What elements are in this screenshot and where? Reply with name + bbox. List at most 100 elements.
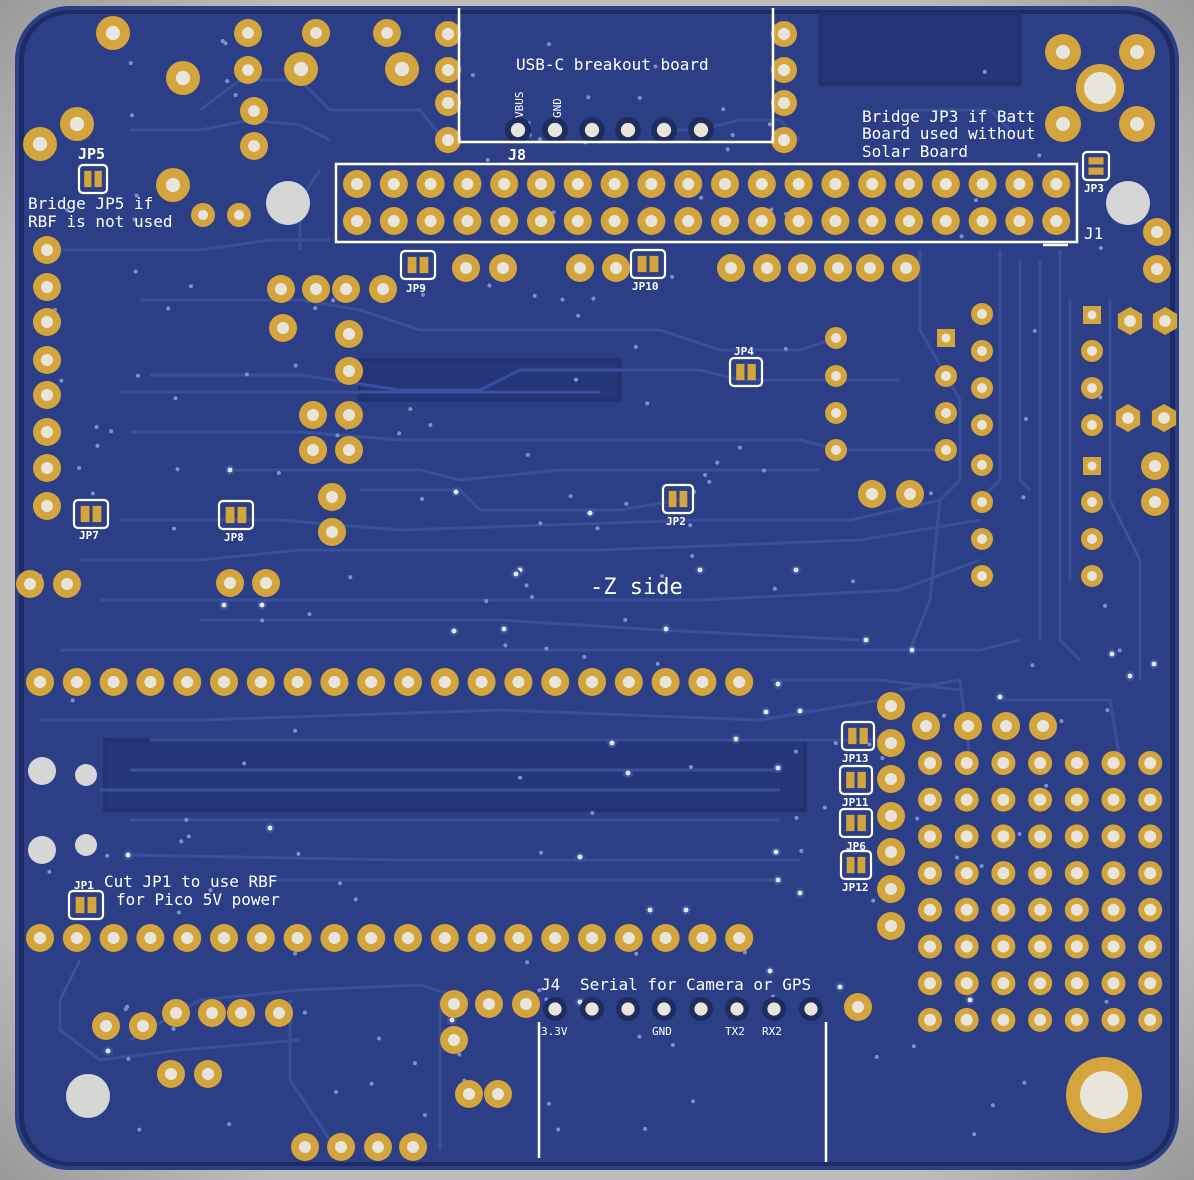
through-hole-pad: [234, 19, 262, 47]
proto-grid-pad: [918, 751, 942, 775]
via-dot: [867, 742, 872, 747]
via-dot: [525, 452, 530, 457]
via-dot: [369, 1081, 374, 1086]
header-pin: [600, 170, 629, 198]
through-hole-pad: [96, 16, 130, 50]
via-dot: [874, 1055, 879, 1060]
proto-grid-pad: [1064, 751, 1089, 775]
via-dot: [624, 501, 629, 506]
through-hole-pad: [1143, 218, 1171, 246]
header-pin: [784, 207, 813, 235]
through-hole-pad: [227, 203, 251, 227]
via-dot: [186, 834, 191, 839]
via: [773, 875, 783, 885]
module-pin-square: [1083, 457, 1101, 475]
proto-grid-pad: [1101, 897, 1126, 922]
module-pin-1: [1083, 306, 1101, 324]
usb-breakout-mount-pad: [435, 21, 461, 47]
proto-grid-pad: [954, 897, 979, 922]
through-hole-pad: [335, 320, 363, 348]
proto-grid-pad: [954, 934, 979, 959]
via-dot: [293, 951, 298, 956]
jp7-label: JP7: [79, 529, 99, 542]
proto-grid-pad: [918, 897, 942, 922]
via-dot: [132, 217, 137, 222]
through-hole-pad: [299, 401, 327, 429]
via-dot: [175, 467, 180, 472]
through-hole-pad: [484, 1080, 512, 1108]
via-dot: [377, 1036, 382, 1041]
via-dot: [982, 69, 987, 74]
usb-breakout-mount-pad: [771, 21, 797, 47]
through-hole-pad: [198, 999, 226, 1027]
ic-pin: [935, 439, 957, 461]
via-dot: [703, 472, 708, 477]
proto-grid-pad: [954, 787, 979, 812]
through-hole-pad: [267, 275, 295, 303]
via-dot: [911, 1044, 916, 1049]
via-dot: [529, 595, 534, 600]
trace: [230, 468, 820, 482]
via-dot: [123, 1007, 128, 1012]
via: [511, 569, 521, 579]
grid-pad: [877, 875, 905, 903]
through-hole-pad: [16, 570, 44, 598]
via-dot: [1104, 999, 1109, 1004]
through-hole-pad: [489, 254, 517, 282]
via-dot: [302, 1010, 307, 1015]
via-dot: [276, 470, 281, 475]
via: [623, 768, 633, 778]
header-pin: [563, 170, 592, 198]
module-pin: [971, 414, 993, 436]
copper-area: [818, 12, 1022, 86]
via-dot: [568, 494, 573, 499]
proto-grid-pad: [954, 861, 979, 886]
pico-pin: [430, 924, 459, 952]
via-dot: [871, 898, 876, 903]
via-dot: [227, 1122, 232, 1127]
proto-grid-pad: [954, 1007, 979, 1032]
pico-pin: [320, 668, 349, 696]
header-pin: [637, 207, 666, 235]
via: [225, 465, 235, 475]
header-pin: [343, 207, 371, 235]
trace: [650, 118, 802, 142]
pico-pin: [467, 668, 496, 696]
header-pin: [343, 170, 371, 198]
pico-pin: [99, 668, 128, 696]
j8-label: J8: [508, 146, 526, 164]
pico-pin: [614, 668, 643, 696]
j4-serial-pin: [799, 997, 823, 1021]
through-hole-pad: [753, 254, 781, 282]
through-hole-pad: [385, 52, 419, 86]
through-hole-pad: [399, 1133, 427, 1161]
grid-pad: [1029, 712, 1057, 740]
through-hole-pad: [92, 1012, 120, 1040]
ic-pin: [825, 439, 847, 461]
via-dot: [293, 728, 298, 733]
pico-pin: [210, 924, 238, 952]
via-dot: [793, 749, 798, 754]
proto-grid-pad: [991, 751, 1016, 775]
proto-grid-pad: [1064, 971, 1089, 996]
via-dot: [1032, 328, 1037, 333]
via-dot: [334, 1090, 339, 1095]
via-dot: [487, 283, 492, 288]
via-dot: [794, 815, 799, 820]
proto-grid-pad: [954, 824, 979, 849]
through-hole-pad: [440, 990, 468, 1018]
via-dot: [65, 207, 70, 212]
via-dot: [1030, 663, 1035, 668]
through-hole-pad: [858, 480, 886, 508]
jp3-label: JP3: [1084, 182, 1104, 195]
via-dot: [928, 491, 933, 496]
jumper-jp4: [728, 356, 764, 388]
jp1-note-line1: Cut JP1 to use RBF: [104, 872, 277, 891]
trace: [908, 250, 962, 651]
jp3-note-line2: Board used without: [862, 124, 1035, 143]
usb-pin-vbus-label: VBUS: [513, 92, 526, 119]
header-pin: [711, 170, 739, 198]
proto-grid-pad: [1138, 897, 1163, 922]
through-hole-pad: [1141, 452, 1169, 480]
proto-grid-pad: [1101, 861, 1126, 886]
